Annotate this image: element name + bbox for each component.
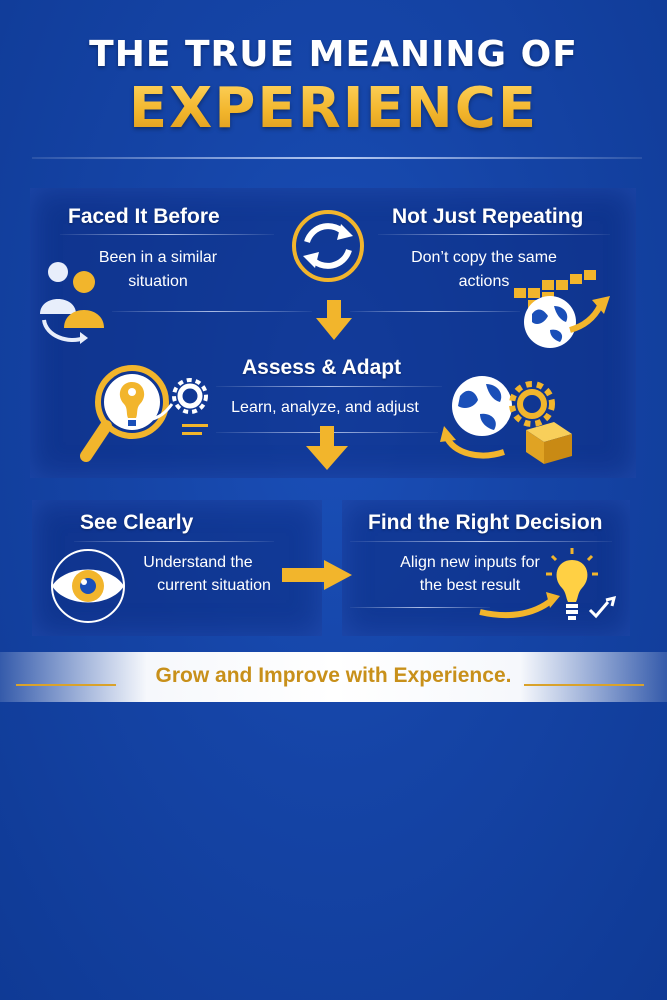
arrow-right-icon	[282, 560, 352, 590]
faced-heading: Faced It Before	[68, 205, 220, 228]
assess-rule	[216, 386, 442, 387]
blocks-globe-arrow-icon	[514, 270, 610, 348]
title-line-2: EXPERIENCE	[0, 76, 667, 141]
decision-line-2: the best result	[419, 577, 521, 594]
eye-icon	[51, 549, 125, 623]
decision-bottom-rule	[350, 607, 490, 608]
arrow-down-icon	[316, 300, 352, 340]
header-divider	[32, 157, 642, 159]
see-clearly-panel	[32, 500, 322, 636]
footer-tagline: Grow and Improve with Experience.	[155, 664, 512, 687]
people-cycle-icon	[40, 262, 104, 344]
assess-heading: Assess & Adapt	[242, 356, 402, 379]
repeating-heading: Not Just Repeating	[392, 205, 584, 228]
lightbulb-check-icon	[479, 548, 617, 620]
see-line-2: current situation	[157, 577, 271, 594]
footer-banner	[0, 652, 667, 702]
title-line-1: THE TRUE MEANING OF	[89, 34, 578, 75]
see-rule	[74, 541, 274, 542]
footer-line-left	[16, 684, 116, 686]
arrow-down-icon	[306, 426, 348, 470]
footer-line-right	[524, 684, 644, 686]
right-connector-rule	[350, 311, 520, 312]
faced-line-1: Been in a similar	[98, 249, 218, 266]
decision-heading: Find the Right Decision	[368, 511, 603, 534]
repeating-rule	[378, 234, 610, 235]
repeating-line-2: actions	[458, 273, 510, 290]
see-line-1: Understand the	[143, 554, 253, 571]
decision-line-1: Align new inputs for	[400, 554, 540, 571]
left-connector-rule	[112, 311, 312, 312]
refresh-cycle-icon	[292, 210, 364, 282]
lightbulb-magnifier-gear-icon	[80, 365, 208, 462]
assess-line-1: Learn, analyze, and adjust	[231, 399, 419, 416]
see-heading: See Clearly	[80, 511, 194, 534]
decision-rule	[350, 541, 612, 542]
globe-gear-box-icon	[440, 376, 572, 464]
faced-rule	[60, 234, 274, 235]
faced-line-2: situation	[128, 273, 188, 290]
repeating-line-1: Don’t copy the same	[411, 249, 557, 266]
